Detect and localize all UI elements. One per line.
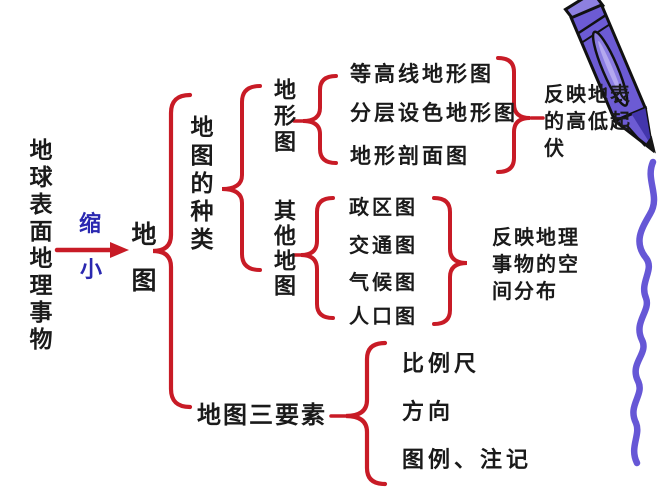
- topo-note-line-1: 反映地表: [544, 82, 632, 106]
- other-item-population: 人口图: [349, 304, 418, 328]
- topo-item-layered-color: 分层设色地形图: [350, 101, 518, 125]
- element-item-legend: 图例、注记: [402, 448, 533, 473]
- brace-other-items: [300, 196, 335, 320]
- map-node: 地图: [128, 221, 157, 313]
- topo-item-profile: 地形剖面图: [350, 144, 470, 168]
- other-note-line-1: 反映地理: [492, 225, 580, 249]
- other-item-climate: 气候图: [349, 270, 418, 294]
- brace-map-kinds-children: [221, 84, 262, 272]
- element-item-direction: 方向: [402, 400, 455, 425]
- topo-note-line-2: 的高低起: [544, 109, 632, 133]
- pen-illustration: [563, 0, 656, 154]
- shrink-arrow: [54, 242, 129, 258]
- brace-topo-items: [302, 74, 338, 165]
- source-label: 地球表面地理事物: [25, 138, 51, 354]
- wavy-line-decoration: [630, 158, 658, 467]
- other-item-traffic: 交通图: [349, 233, 418, 257]
- shrink-label-bottom: 小: [80, 258, 103, 283]
- three-elements-node: 地图三要素: [197, 401, 327, 429]
- brace-other-note: [432, 196, 468, 326]
- brace-element-items: [345, 340, 388, 487]
- topo-map-node: 地形图: [270, 78, 295, 156]
- shrink-label-top: 缩: [79, 212, 102, 237]
- other-maps-node: 其他地图: [270, 199, 295, 299]
- brace-map-children: [152, 92, 193, 410]
- other-note-line-3: 间分布: [492, 279, 558, 303]
- other-item-political: 政区图: [349, 195, 418, 219]
- topo-note-line-3: 伏: [544, 136, 566, 160]
- map-kinds-node: 地图的种类: [186, 115, 212, 255]
- other-note-line-2: 事物的空: [492, 252, 580, 276]
- element-item-scale: 比例尺: [402, 352, 481, 377]
- topo-item-contour: 等高线地形图: [350, 62, 494, 86]
